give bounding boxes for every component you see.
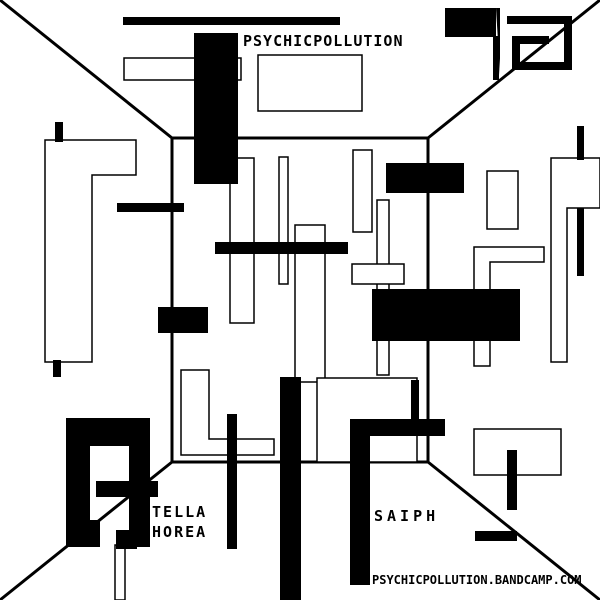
bandcamp-url: PSYCHICPOLLUTION.BANDCAMP.COM bbox=[372, 573, 582, 587]
album-title: SAIPH bbox=[374, 507, 440, 525]
artist-name-line1: STELLA bbox=[141, 503, 208, 521]
corner-mark-bottom-left bbox=[66, 418, 158, 547]
label-psychicpollution: PSYCHICPOLLUTION bbox=[243, 32, 404, 50]
artist-name-line2: CHOREA bbox=[141, 523, 208, 541]
corner-mark-top-right bbox=[493, 16, 572, 80]
